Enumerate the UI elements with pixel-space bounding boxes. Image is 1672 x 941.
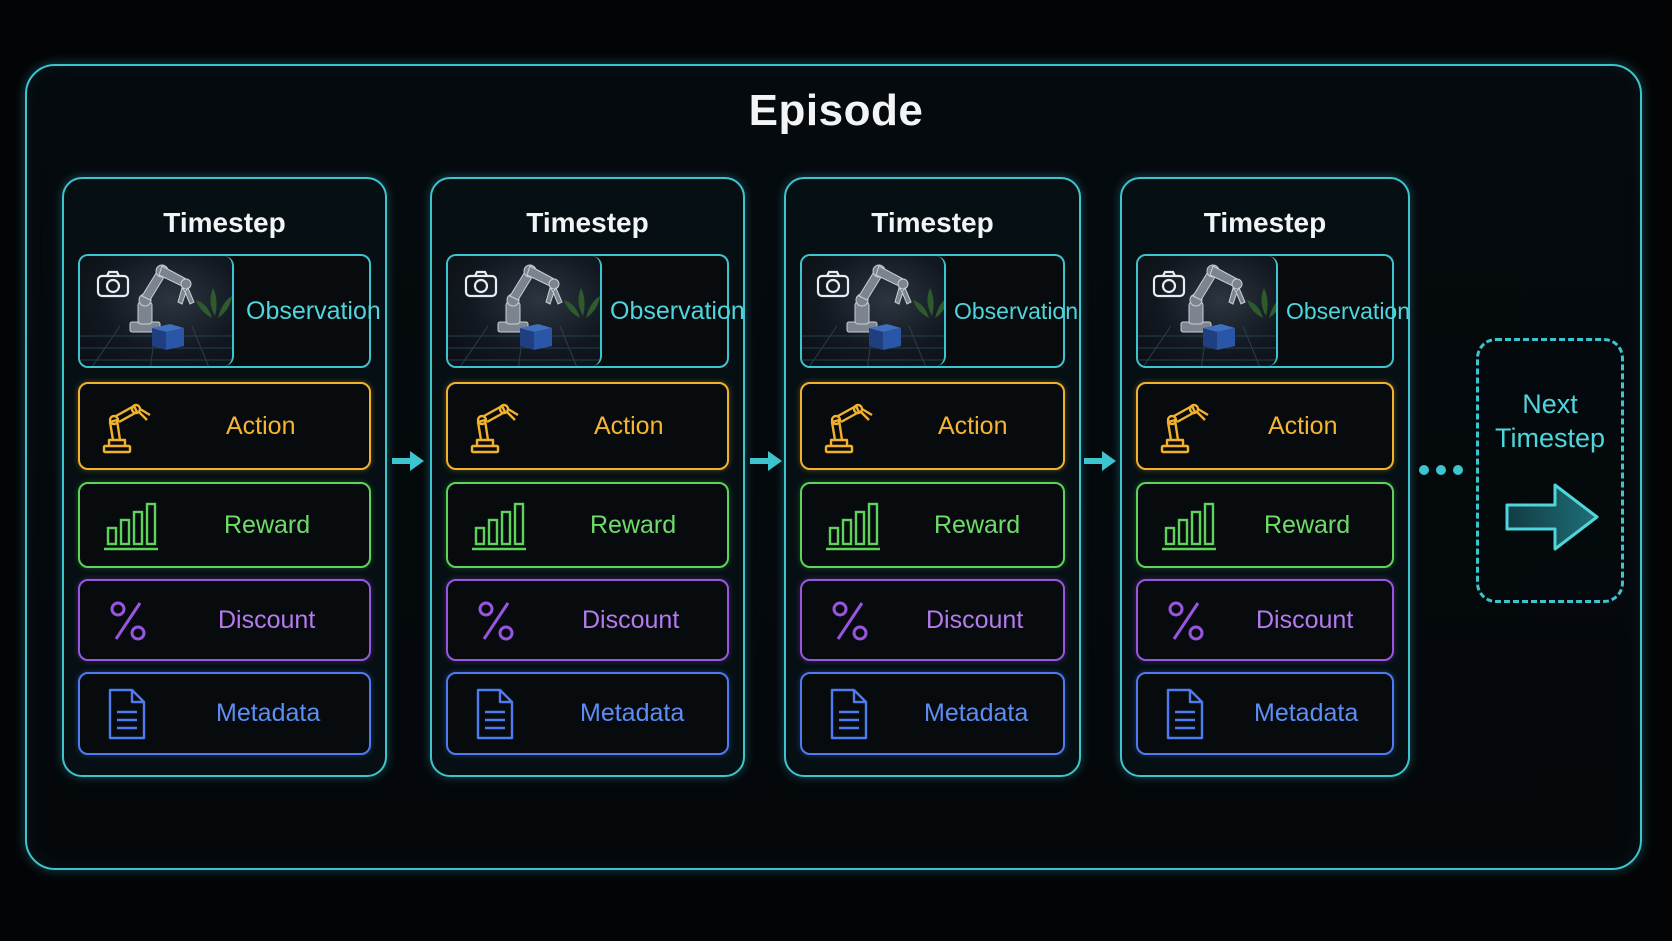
action-label: Action (938, 411, 1008, 440)
bar-chart-icon (102, 502, 160, 551)
observation-label: Observation (610, 296, 745, 325)
metadata-row: Metadata (446, 672, 729, 755)
robot-arm-icon (1160, 403, 1210, 454)
next-label-line1: Next (1522, 389, 1578, 419)
metadata-label: Metadata (580, 699, 685, 727)
document-icon (108, 688, 146, 740)
percent-icon (110, 601, 146, 641)
metadata-row: Metadata (800, 672, 1065, 755)
reward-row: Reward (800, 482, 1065, 568)
metadata-row: Metadata (1136, 672, 1394, 755)
bar-chart-icon (1160, 502, 1218, 551)
timestep-card: Timestep Observation Action Reward Disco… (62, 177, 387, 777)
timestep-title: Timestep (1203, 207, 1327, 238)
observation-row: Observation (78, 254, 381, 368)
timestep-card: Timestep Observation Action Reward Disco… (430, 177, 745, 777)
reward-row: Reward (78, 482, 371, 568)
camera-icon (464, 270, 498, 298)
bar-chart-icon (470, 502, 528, 551)
next-label-line2: Timestep (1494, 423, 1606, 453)
metadata-row: Metadata (78, 672, 371, 755)
percent-icon (478, 601, 514, 641)
metadata-label: Metadata (924, 699, 1029, 727)
action-row: Action (1136, 382, 1394, 470)
action-label: Action (594, 411, 664, 440)
metadata-label: Metadata (1254, 699, 1359, 727)
observation-row: Observation (800, 254, 1078, 368)
episode-title: Episode (748, 86, 924, 135)
camera-icon (816, 270, 850, 298)
discount-row: Discount (78, 579, 371, 661)
ellipsis-icon (1419, 465, 1463, 475)
timestep-title: Timestep (163, 207, 286, 238)
next-arrow-icon (1505, 483, 1599, 551)
robot-arm-icon (470, 403, 520, 454)
timestep-card: Timestep Observation Action Reward Disco… (1120, 177, 1410, 777)
percent-icon (832, 601, 868, 641)
bar-chart-icon (824, 502, 882, 551)
camera-icon (96, 270, 130, 298)
observation-row: Observation (1136, 254, 1410, 368)
percent-icon (1168, 601, 1204, 641)
robot-arm-icon (824, 403, 874, 454)
discount-row: Discount (1136, 579, 1394, 661)
reward-row: Reward (1136, 482, 1394, 568)
observation-label: Observation (246, 296, 381, 325)
robot-arm-icon (102, 403, 152, 454)
discount-label: Discount (582, 605, 680, 634)
observation-row: Observation (446, 254, 745, 368)
reward-label: Reward (224, 510, 311, 539)
robot-scene-image (1138, 256, 1278, 366)
next-timestep-label: Next Timestep (1479, 387, 1621, 455)
document-icon (476, 688, 514, 740)
discount-row: Discount (800, 579, 1065, 661)
document-icon (1166, 688, 1204, 740)
discount-row: Discount (446, 579, 729, 661)
timestep-card: Timestep Observation Action Reward Disco… (784, 177, 1081, 777)
robot-scene-image (802, 256, 946, 366)
arrow-right-icon (750, 451, 782, 471)
discount-label: Discount (926, 605, 1024, 634)
reward-row: Reward (446, 482, 729, 568)
observation-label: Observation (1286, 297, 1411, 324)
arrow-right-icon (392, 451, 424, 471)
action-label: Action (226, 411, 296, 440)
action-row: Action (446, 382, 729, 470)
reward-label: Reward (590, 510, 677, 539)
camera-icon (1152, 270, 1186, 298)
next-timestep-box: Next Timestep (1476, 338, 1624, 603)
timestep-title: Timestep (871, 207, 994, 238)
robot-scene-image (448, 256, 602, 366)
timestep-title: Timestep (526, 207, 649, 238)
observation-label: Observation (954, 297, 1079, 324)
action-row: Action (78, 382, 371, 470)
arrow-right-icon (1084, 451, 1116, 471)
action-row: Action (800, 382, 1065, 470)
robot-scene-image (80, 256, 234, 366)
reward-label: Reward (934, 510, 1021, 539)
reward-label: Reward (1264, 510, 1351, 539)
discount-label: Discount (1256, 605, 1354, 634)
discount-label: Discount (218, 605, 316, 634)
action-label: Action (1268, 411, 1338, 440)
document-icon (830, 688, 868, 740)
metadata-label: Metadata (216, 699, 321, 727)
